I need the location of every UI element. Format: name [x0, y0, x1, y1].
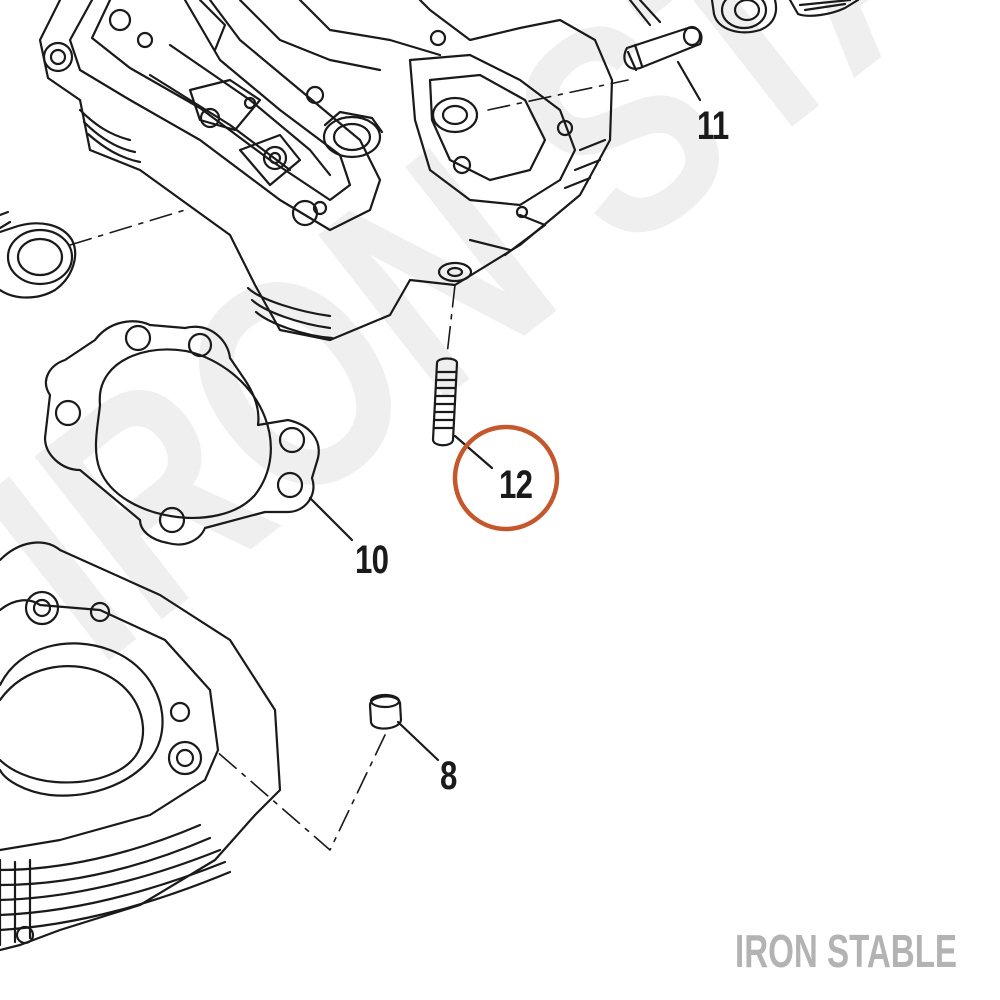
callout-11: 11 [697, 104, 729, 148]
callout-8: 8 [440, 754, 457, 798]
part-11-valve-guide [623, 0, 860, 102]
callout-10: 10 [355, 538, 389, 582]
cylinder-head [38, 0, 614, 342]
cylinder-barrel [0, 541, 282, 952]
part-8-dowel [368, 693, 440, 762]
highlight-ring [452, 424, 560, 532]
brand-logo-text: IRON STABLE [735, 925, 958, 977]
part-10-head-gasket [43, 320, 354, 546]
callout-12: 12 [499, 463, 533, 507]
seal-ring [0, 210, 77, 299]
alignment-lines [69, 79, 629, 851]
part-12-dowel-pin [431, 357, 494, 470]
